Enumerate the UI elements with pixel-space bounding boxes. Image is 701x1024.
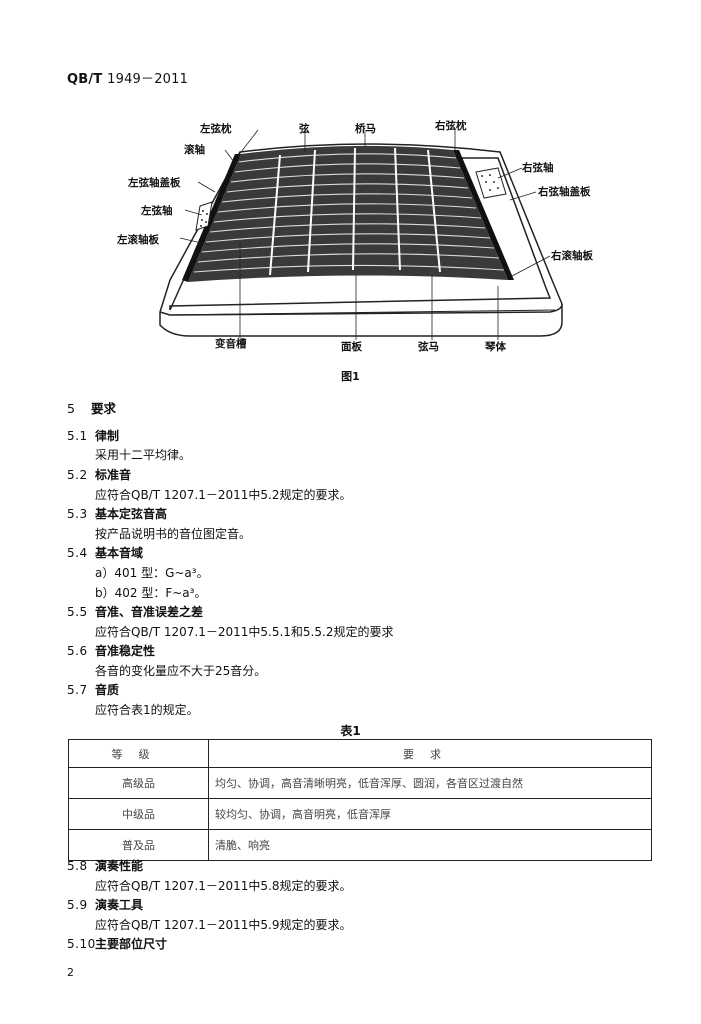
label-body: 琴体 bbox=[485, 341, 506, 353]
label-tone-slot: 变音槽 bbox=[215, 338, 247, 350]
clause-text: b）402 型：F~a³。 bbox=[95, 586, 207, 600]
label-right-pin-cover: 右弦轴盖板 bbox=[538, 186, 591, 198]
requirement-cell: 较均匀、协调，高音明亮，低音浑厚 bbox=[208, 798, 652, 830]
clause-text: 应符合QB/T 1207.1－2011中5.5.1和5.5.2规定的要求 bbox=[95, 625, 394, 639]
label-left-roller-board: 左滚轴板 bbox=[117, 234, 159, 246]
col-header-grade: 等级 bbox=[68, 739, 209, 768]
clause-text: 采用十二平均律。 bbox=[95, 448, 192, 462]
clause-text: 应符合QB/T 1207.1－2011中5.8规定的要求。 bbox=[95, 879, 352, 893]
label-right-pin: 右弦轴 bbox=[522, 162, 554, 174]
section-number: 5 bbox=[67, 401, 75, 416]
label-soundboard: 面板 bbox=[341, 341, 362, 353]
requirement-cell: 清脆、响亮 bbox=[208, 829, 652, 861]
standard-number: 1949－2011 bbox=[107, 72, 189, 87]
clause-text: 应符合QB/T 1207.1－2011中5.2规定的要求。 bbox=[95, 488, 352, 502]
label-string-bridge: 弦马 bbox=[418, 341, 439, 353]
clause-text: 应符合表1的规定。 bbox=[95, 703, 199, 717]
clause-text: 各音的变化量应不大于25音分。 bbox=[95, 664, 267, 678]
label-left-pin-cover: 左弦轴盖板 bbox=[128, 177, 181, 189]
label-roller: 滚轴 bbox=[184, 144, 205, 156]
grade-cell: 中级品 bbox=[68, 798, 209, 830]
label-right-string-pillow: 右弦枕 bbox=[435, 120, 467, 132]
label-string: 弦 bbox=[299, 123, 310, 135]
figure-caption: 图1 bbox=[341, 370, 360, 383]
sound-quality-table: 等级 要求 高级品 均匀、协调，高音清晰明亮，低音浑厚、圆润，各音区过渡自然 中… bbox=[68, 739, 652, 861]
clause-text: 按产品说明书的音位图定音。 bbox=[95, 527, 252, 541]
label-left-string-pillow: 左弦枕 bbox=[200, 123, 232, 135]
table-row: 普及品 清脆、响亮 bbox=[68, 829, 652, 861]
table-row: 中级品 较均匀、协调，高音明亮，低音浑厚 bbox=[68, 798, 652, 830]
label-right-roller-board: 右滚轴板 bbox=[551, 250, 593, 262]
clause-heading: 5.10主要部位尺寸 bbox=[67, 937, 168, 951]
clause-text: 应符合QB/T 1207.1－2011中5.9规定的要求。 bbox=[95, 918, 352, 932]
col-header-requirement: 要求 bbox=[208, 739, 652, 768]
page-number: 2 bbox=[67, 966, 74, 979]
section-heading: 5 要求 bbox=[67, 398, 116, 417]
clause-text: a）401 型：G~a³。 bbox=[95, 566, 209, 580]
section-title: 要求 bbox=[91, 401, 117, 416]
zither-diagram bbox=[159, 128, 563, 340]
requirement-cell: 均匀、协调，高音清晰明亮，低音浑厚、圆润，各音区过渡自然 bbox=[208, 767, 652, 799]
table-header-row: 等级 要求 bbox=[68, 739, 652, 768]
standard-header: QB/T 1949－2011 bbox=[67, 68, 188, 87]
standard-code: QB/T bbox=[67, 72, 103, 87]
label-left-pin: 左弦轴 bbox=[141, 205, 173, 217]
grade-cell: 高级品 bbox=[68, 767, 209, 799]
table-caption: 表1 bbox=[340, 724, 361, 738]
table-row: 高级品 均匀、协调，高音清晰明亮，低音浑厚、圆润，各音区过渡自然 bbox=[68, 767, 652, 799]
grade-cell: 普及品 bbox=[68, 829, 209, 861]
label-bridge: 桥马 bbox=[355, 123, 376, 135]
